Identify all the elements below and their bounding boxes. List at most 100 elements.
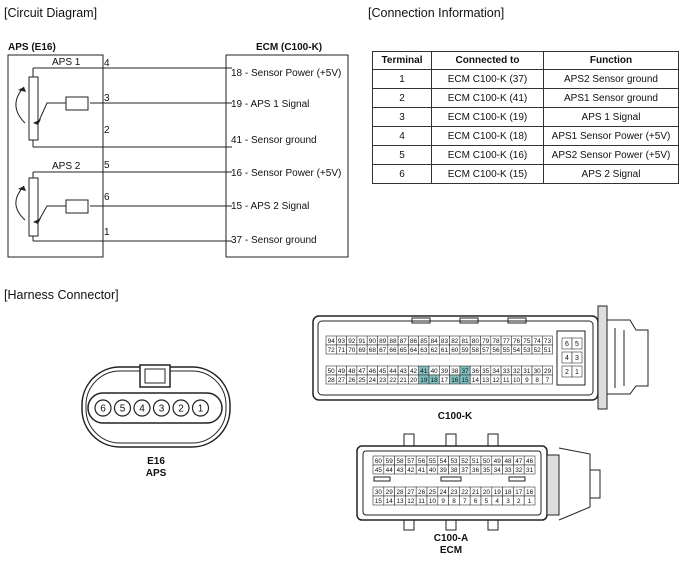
c100k-pin-label: 34 [492,368,500,375]
c100k-pin-label: 60 [451,347,459,354]
table-cell: 3 [372,107,432,127]
table-row: 1 ECM C100-K (37) APS2 Sensor ground [372,69,679,89]
c100k-pin-label: 18 [431,377,439,384]
c100k-pin-label: 16 [451,377,459,384]
e16-pin-label: 4 [139,404,145,415]
ecm-terminal-label: 18 - Sensor Power (+5V) [231,68,341,79]
c100k-pin-label: 22 [389,377,397,384]
table-cell: ECM C100-K (19) [431,107,544,127]
c100k-pin-label: 65 [400,347,408,354]
c100k-pin-label: 51 [544,347,552,354]
c100k-pin-label: 56 [492,347,500,354]
c100k-pin-label: 80 [472,338,480,345]
c100k-pin-label: 67 [379,347,387,354]
c100a-pin-label: 34 [494,467,502,474]
e16-pin [133,399,151,417]
e16-pin [113,399,132,417]
table-row: 3 ECM C100-K (19) APS 1 Signal [372,107,679,127]
c100a-pin-label: 55 [429,458,437,465]
c100k-pin-label: 77 [503,338,511,345]
c100a-pin-label: 5 [485,498,489,505]
c100a-pin-label: 46 [526,458,534,465]
c100a-pin-label: 2 [517,498,521,505]
c100k-pin-label: 64 [410,347,418,354]
c100k-pin-label: 62 [431,347,439,354]
c100k-pin-label: 8 [535,377,539,384]
c100k-label: C100-K [438,411,473,422]
c100k-pin-label: 14 [472,377,480,384]
c100k-pin-label: 50 [328,368,336,375]
c100a-pin-label: 23 [450,489,458,496]
c100k-pin-label: 36 [472,368,480,375]
pin-number: 2 [104,125,110,136]
c100k-pin-label: 29 [544,368,552,375]
c100k-pin-label: 31 [523,368,531,375]
c100k-side-pin-label: 2 [565,369,569,376]
c100a-pin-label: 40 [429,467,437,474]
c100k-pin-label: 63 [420,347,428,354]
c100a-pin-label: 38 [450,467,458,474]
c100a-pin-label: 44 [386,467,394,474]
pin-number: 6 [104,192,110,203]
c100k-pin-label: 71 [338,347,346,354]
ecm-box-title: ECM (C100-K) [256,42,322,53]
c100k-pin-label: 13 [482,377,490,384]
c100a-pin-label: 27 [407,489,415,496]
c100k-pin-label: 37 [461,368,469,375]
c100k-pin-label: 69 [358,347,366,354]
e16-pin [94,399,112,417]
c100a-pin-label: 53 [450,458,458,465]
e16-pin-label: 1 [198,404,204,415]
c100k-pin-label: 79 [482,338,490,345]
c100k-pin-label: 24 [369,377,377,384]
pin-number: 4 [104,58,110,69]
c100a-pin [523,464,536,475]
c100a-pin-label: 13 [396,498,404,505]
c100a-pin-label: 31 [526,467,534,474]
c100k-pin-label: 81 [461,338,469,345]
c100k-pin-label: 35 [482,368,490,375]
c100k-pin-label: 46 [369,368,377,375]
c100k-pin-label: 72 [328,347,336,354]
c100a-pin-label: 48 [504,458,512,465]
table-cell: 2 [372,88,432,108]
table-header-row: Terminal Connected to Function [372,51,679,70]
c100a-pin-label: 30 [375,489,383,496]
c100a-pin-label: 1 [528,498,532,505]
c100k-pin-label: 39 [441,368,449,375]
table-row: 5 ECM C100-K (16) APS2 Sensor Power (+5V… [372,145,679,165]
c100k-pin-label: 86 [410,338,418,345]
c100k-pin-label: 33 [503,368,511,375]
column-header: Function [543,51,679,70]
c100a-pin-label: 39 [440,467,448,474]
c100a-pin-label: 22 [461,489,469,496]
ecm-terminal-label: 19 - APS 1 Signal [231,99,309,110]
c100k-pin-label: 28 [328,377,336,384]
c100k-pin-label: 70 [348,347,356,354]
sensor2-label: APS 2 [52,161,81,172]
c100k-pin-label: 53 [523,347,531,354]
c100a-pin-label: 43 [396,467,404,474]
table-row: 4 ECM C100-K (18) APS1 Sensor Power (+5V… [372,126,679,146]
section-circuit-diagram: [Circuit Diagram] [4,6,98,20]
pin-number: 5 [104,160,110,171]
c100k-pin-label: 52 [534,347,542,354]
c100a-pin-label: 33 [504,467,512,474]
sensor1-label: APS 1 [52,57,81,68]
c100a-pin-label: 12 [407,498,415,505]
e16-pin-label: 2 [178,404,184,415]
c100k-pin-label: 19 [420,377,428,384]
c100a-pin-label: 14 [386,498,394,505]
c100a-pin-label: 16 [526,489,534,496]
c100k-side-pin-label: 5 [575,341,579,348]
c100a-pin-label: 32 [515,467,523,474]
c100k-side-pin-label: 3 [575,355,579,362]
c100k-pin-label: 20 [410,377,418,384]
table-row: 2 ECM C100-K (41) APS1 Sensor ground [372,88,679,108]
c100k-pin-label: 78 [492,338,500,345]
c100a-pin-label: 15 [375,498,383,505]
c100k-pin-label: 82 [451,338,459,345]
table-cell: APS1 Sensor ground [543,88,679,108]
table-cell: APS1 Sensor Power (+5V) [543,126,679,146]
c100a-pin-label: 24 [440,489,448,496]
